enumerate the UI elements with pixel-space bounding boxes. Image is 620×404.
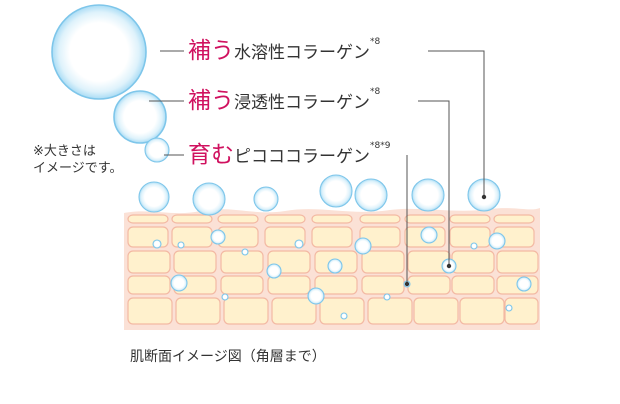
collagen-bubble xyxy=(253,186,279,212)
label-2-footnote: *8 xyxy=(370,87,381,97)
skin-cell xyxy=(496,250,539,274)
leader-dots xyxy=(404,194,487,287)
skin-cell xyxy=(271,297,317,325)
skin-cell xyxy=(267,275,311,295)
skin-cell xyxy=(407,275,451,295)
leader-lines xyxy=(149,50,485,284)
label-2-verb: 補う xyxy=(188,88,234,114)
skin-cell xyxy=(311,226,353,248)
label-penetrating-collagen: 補う浸透性コラーゲン*8 xyxy=(188,87,381,114)
collagen-bubble xyxy=(266,263,282,279)
diagram-caption: 肌断面イメージ図（角層まで） xyxy=(130,349,326,365)
skin-cell xyxy=(175,297,221,325)
label-3-verb: 育む xyxy=(188,142,234,168)
size-note-line-1: ※大きさは xyxy=(33,144,96,159)
collagen-bubble xyxy=(152,239,162,249)
skin-cell xyxy=(127,297,173,325)
skin-cell xyxy=(451,250,495,274)
leader-line-1-right xyxy=(428,50,485,197)
collagen-bubble xyxy=(354,178,388,212)
collagen-bubble xyxy=(144,137,170,163)
skin-cell xyxy=(127,250,171,274)
collagen-bubble xyxy=(51,4,147,100)
skin-cell xyxy=(359,214,401,224)
collagen-bubble xyxy=(177,241,185,249)
collagen-bubble xyxy=(221,293,229,301)
skin-cell xyxy=(451,275,495,295)
skin-cell xyxy=(413,297,459,325)
collagen-bubble xyxy=(327,258,343,274)
leader-line-2-right xyxy=(418,100,450,266)
skin-cell xyxy=(504,297,539,325)
collagen-bubble xyxy=(113,90,167,144)
skin-cell xyxy=(319,297,365,325)
skin-cell xyxy=(220,275,264,295)
skin-cell xyxy=(127,214,169,224)
skin-cell xyxy=(361,250,405,274)
skin-cell xyxy=(173,250,217,274)
label-1-verb: 補う xyxy=(188,38,234,64)
skin-cell xyxy=(223,297,269,325)
size-note: ※大きさは イメージです。 xyxy=(33,143,122,177)
collagen-bubble xyxy=(505,304,513,312)
skin-cell xyxy=(459,297,505,325)
label-3-footnote: *8*9 xyxy=(370,141,391,151)
skin-cell xyxy=(493,214,535,224)
skin-cell xyxy=(449,226,491,248)
leader-dot-1 xyxy=(481,194,487,200)
leader-dot-2 xyxy=(446,263,452,269)
collagen-bubble xyxy=(340,312,348,320)
skin-cells xyxy=(127,214,539,325)
collagen-bubble xyxy=(294,239,304,249)
collagen-bubble xyxy=(420,226,438,244)
collagen-bubble xyxy=(192,182,226,216)
collagen-bubble xyxy=(319,174,353,208)
collagen-bubbles xyxy=(51,4,532,320)
collagen-bubble xyxy=(354,237,372,255)
collagen-bubble xyxy=(488,232,506,250)
skin-cell xyxy=(314,275,358,295)
label-1-footnote: *8 xyxy=(370,37,381,47)
skin-cell xyxy=(127,226,169,248)
collagen-bubble xyxy=(383,293,391,301)
collagen-bubble xyxy=(138,181,170,213)
collagen-bubble xyxy=(411,178,445,212)
collagen-bubble xyxy=(470,242,478,250)
skin-cell xyxy=(311,214,353,224)
collagen-bubble xyxy=(241,248,249,256)
skin-cell xyxy=(127,275,171,295)
skin-cell xyxy=(217,214,259,224)
skin-cell xyxy=(449,214,491,224)
label-3-text: ピコココラーゲン xyxy=(234,147,370,167)
label-2-text: 浸透性コラーゲン xyxy=(234,93,370,113)
collagen-bubble xyxy=(307,287,325,305)
skin-cell xyxy=(264,214,306,224)
collagen-bubble xyxy=(210,229,226,245)
label-pico-collagen: 育むピコココラーゲン*8*9 xyxy=(188,141,391,168)
size-note-line-2: イメージです。 xyxy=(33,161,123,176)
skin-cell xyxy=(220,250,264,274)
collagen-bubble xyxy=(170,274,188,292)
skin-cell xyxy=(367,297,413,325)
leader-dot-3 xyxy=(404,281,410,287)
label-water-soluble-collagen: 補う水溶性コラーゲン*8 xyxy=(188,37,381,64)
label-1-text: 水溶性コラーゲン xyxy=(234,43,370,63)
collagen-bubble xyxy=(516,276,532,292)
skin-cell xyxy=(171,214,213,224)
skin-cell xyxy=(361,275,405,295)
skin-cell xyxy=(404,214,446,224)
